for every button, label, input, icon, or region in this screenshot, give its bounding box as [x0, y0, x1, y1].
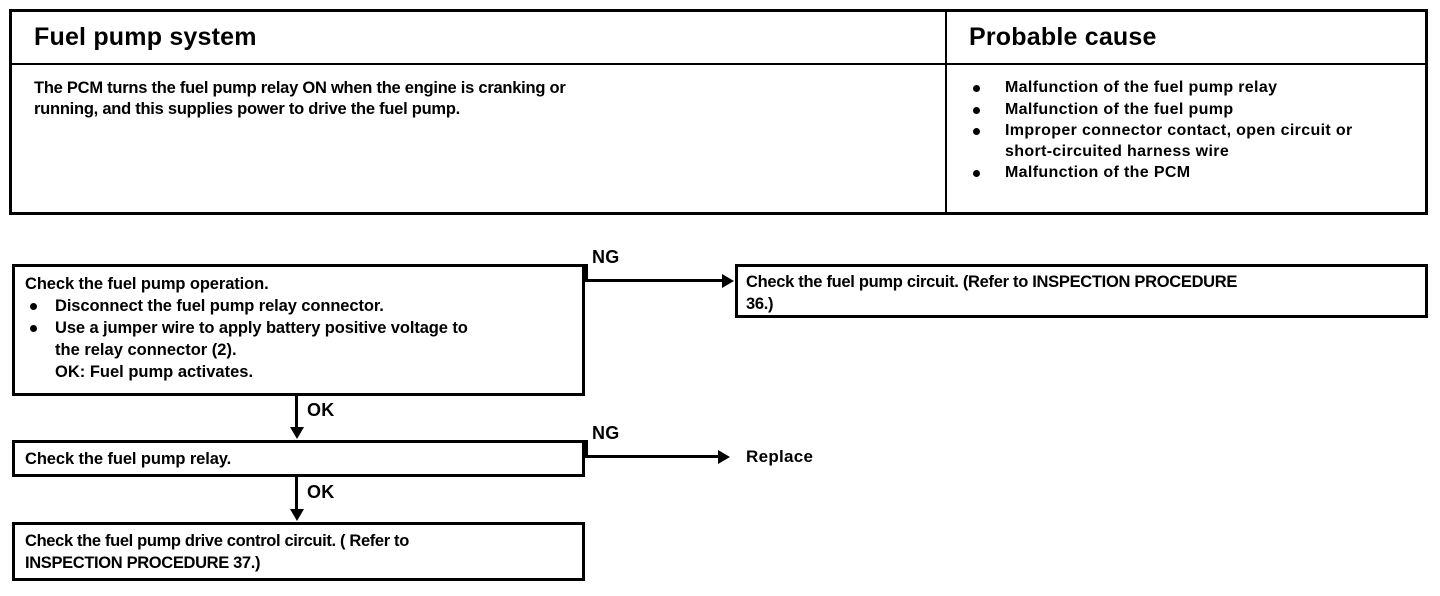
flow-terminal-replace: Replace	[746, 447, 814, 466]
flow-box-line-1: Check the fuel pump relay.	[25, 450, 232, 468]
step-text-continued: the relay connector (2).	[55, 341, 237, 359]
table-column-probable-cause: Probable cause Malfunction of the fuel p…	[947, 12, 1425, 212]
connector-ok-second-vertical	[295, 477, 298, 510]
edge-label-ng-top: NG	[592, 247, 620, 267]
bullet-icon	[30, 303, 37, 310]
flow-box-line-2: 36.)	[746, 295, 774, 313]
cause-text: Improper connector contact, open circuit…	[1005, 122, 1353, 139]
list-item: Disconnect the fuel pump relay connector…	[25, 295, 574, 317]
cause-text: Malfunction of the PCM	[1005, 164, 1191, 181]
step-text: Use a jumper wire to apply battery posit…	[55, 319, 468, 337]
flow-box-check-fuel-pump-circuit: Check the fuel pump circuit. (Refer to I…	[735, 264, 1428, 318]
table-cell-description: The PCM turns the fuel pump relay ON whe…	[12, 65, 945, 120]
table-header-probable-cause: Probable cause	[947, 12, 1425, 65]
cause-text-continued: short-circuited harness wire	[1005, 142, 1230, 160]
troubleshooting-flowchart: Check the fuel pump operation. Disconnec…	[0, 230, 1440, 596]
list-item: Malfunction of the fuel pump	[969, 100, 1407, 121]
fuel-pump-spec-table: Fuel pump system The PCM turns the fuel …	[9, 9, 1428, 215]
list-item: Malfunction of the PCM	[969, 163, 1407, 184]
flow-box-title: Check the fuel pump operation.	[25, 275, 269, 293]
flow-step-list: Disconnect the fuel pump relay connector…	[25, 295, 574, 339]
flow-box-check-fuel-pump-relay: Check the fuel pump relay.	[12, 440, 585, 477]
list-item: Malfunction of the fuel pump relay	[969, 78, 1407, 99]
flow-box-check-fuel-pump-operation: Check the fuel pump operation. Disconnec…	[12, 264, 585, 396]
description-line-1: The PCM turns the fuel pump relay ON whe…	[34, 79, 566, 97]
step-text: Disconnect the fuel pump relay connector…	[55, 297, 384, 315]
bullet-icon	[973, 85, 980, 92]
edge-label-ng-relay: NG	[592, 423, 620, 443]
connector-ng-top-stub	[585, 264, 588, 281]
description-line-2: running, and this supplies power to driv…	[34, 100, 461, 118]
step-ok-criterion: OK: Fuel pump activates.	[55, 363, 254, 381]
bullet-icon	[973, 106, 980, 114]
connector-ng-top-horizontal	[585, 279, 723, 282]
flow-box-line-1: Check the fuel pump circuit. (Refer to I…	[746, 273, 1238, 291]
arrowhead-ng-top-icon	[722, 273, 734, 288]
bullet-icon	[973, 170, 980, 177]
header-label-fuel-pump-system: Fuel pump system	[34, 23, 257, 51]
list-item: Improper connector contact, open circuit…	[969, 121, 1407, 162]
connector-ng-relay-horizontal	[585, 455, 719, 458]
flow-box-check-fuel-pump-drive-control-circuit: Check the fuel pump drive control circui…	[12, 522, 585, 581]
arrowhead-ng-relay-icon	[718, 449, 730, 464]
edge-label-ok-second: OK	[307, 482, 335, 502]
header-label-probable-cause: Probable cause	[969, 23, 1157, 51]
bullet-icon	[30, 325, 37, 332]
connector-ok-first-vertical	[295, 396, 298, 428]
arrowhead-ok-second-icon	[289, 509, 304, 521]
edge-label-ok-first: OK	[307, 400, 335, 420]
flow-box-line-1: Check the fuel pump drive control circui…	[25, 532, 409, 550]
table-header-system: Fuel pump system	[12, 12, 945, 65]
list-item: Use a jumper wire to apply battery posit…	[25, 317, 574, 339]
connector-ng-relay-stub	[585, 440, 588, 457]
cause-text: Malfunction of the fuel pump	[1005, 100, 1234, 118]
table-column-system: Fuel pump system The PCM turns the fuel …	[12, 12, 947, 212]
arrowhead-ok-first-icon	[289, 427, 304, 439]
table-cell-probable-causes: Malfunction of the fuel pump relay Malfu…	[947, 65, 1425, 184]
flow-box-line-2: INSPECTION PROCEDURE 37.)	[25, 554, 261, 572]
cause-text: Malfunction of the fuel pump relay	[1005, 79, 1278, 96]
probable-cause-list: Malfunction of the fuel pump relay Malfu…	[969, 78, 1407, 184]
bullet-icon	[973, 128, 980, 135]
